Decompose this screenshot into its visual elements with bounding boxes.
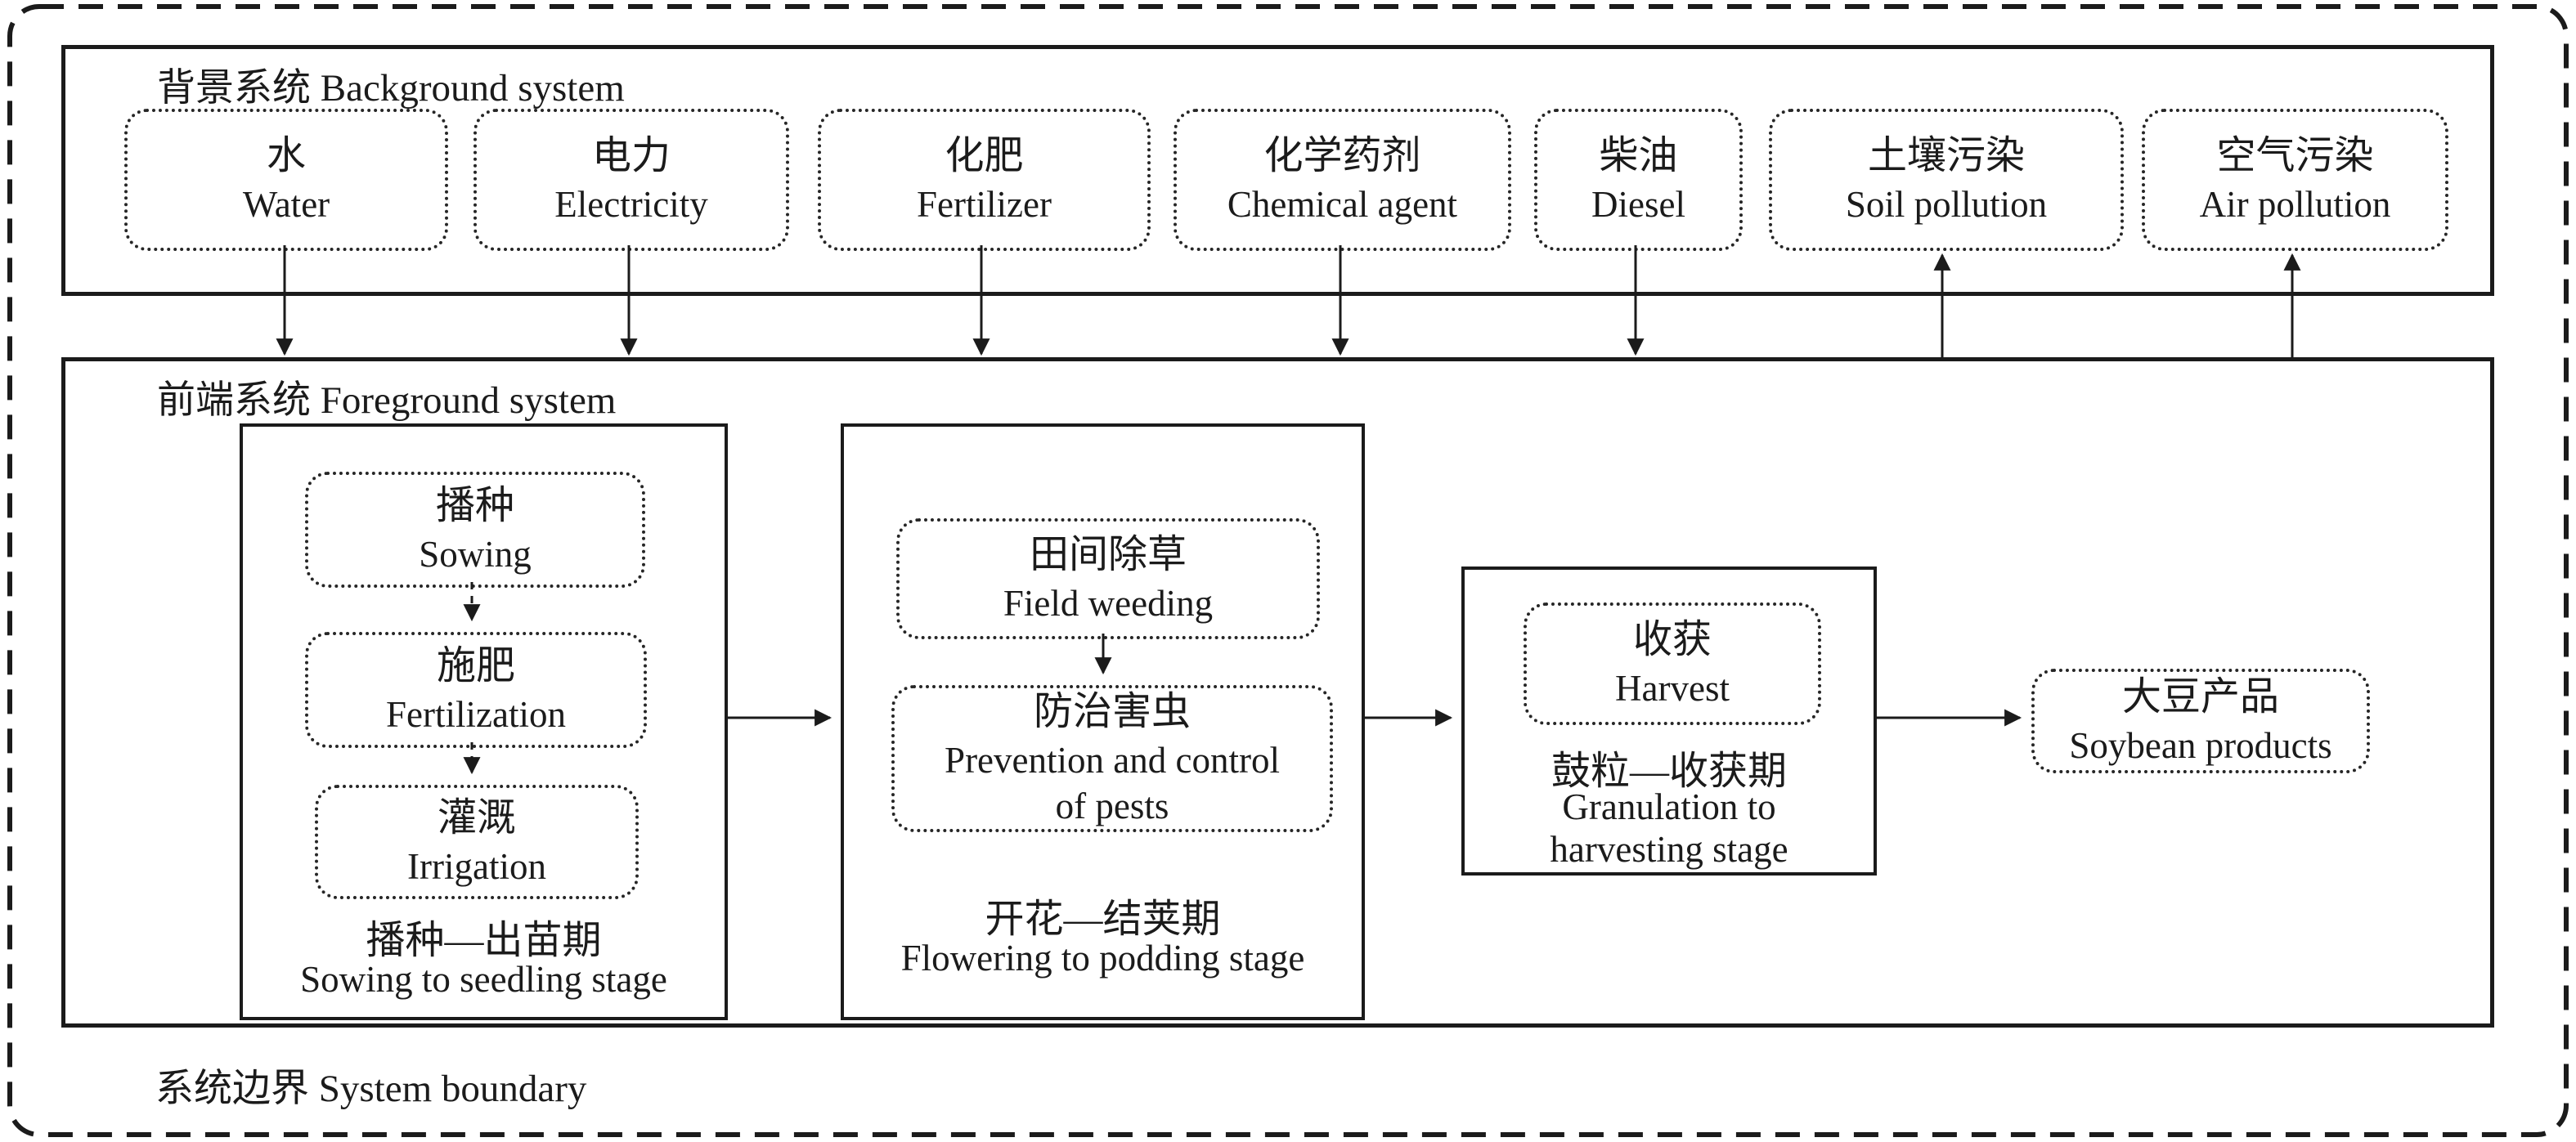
output-soil-pollution-en: Soil pollution	[1845, 183, 2048, 225]
step-harvest-zh: 收获	[1632, 618, 1712, 662]
background-system-frame: 背景系统 Background system 水 Water 电力 Electr…	[61, 45, 2494, 296]
input-fertilizer-zh: 化肥	[945, 134, 1024, 178]
input-box-water: 水 Water	[124, 109, 448, 251]
output-box-soil-pollution: 土壤污染 Soil pollution	[1769, 109, 2124, 251]
background-system-title: 背景系统 Background system	[157, 67, 625, 110]
output-soil-pollution-zh: 土壤污染	[1867, 134, 2025, 178]
step-box-harvest: 收获 Harvest	[1524, 602, 1821, 725]
step-pest-control-en: Prevention and control of pests	[945, 739, 1280, 827]
step-sowing-en: Sowing	[419, 533, 532, 575]
foreground-system-title: 前端系统 Foreground system	[157, 379, 617, 422]
output-air-pollution-en: Air pollution	[2199, 183, 2391, 225]
input-electricity-en: Electricity	[554, 183, 708, 225]
step-box-irrigation: 灌溉 Irrigation	[315, 785, 639, 899]
input-water-zh: 水	[266, 134, 306, 178]
step-box-fertilization: 施肥 Fertilization	[305, 632, 647, 748]
input-electricity-zh: 电力	[591, 134, 671, 178]
stage-flowering-to-podding: 田间除草 Field weeding 防治害虫 Prevention and c…	[841, 423, 1365, 1020]
step-box-sowing: 播种 Sowing	[305, 472, 645, 588]
foreground-system-frame: 前端系统 Foreground system 播种 Sowing 施肥 Fert…	[61, 357, 2494, 1028]
input-fertilizer-en: Fertilizer	[917, 183, 1052, 225]
input-water-en: Water	[242, 183, 330, 225]
step-irrigation-en: Irrigation	[407, 845, 546, 887]
step-irrigation-zh: 灌溉	[437, 796, 516, 840]
stage2-label-zh: 开花—结荚期	[985, 898, 1221, 941]
stage1-label-zh: 播种—出苗期	[366, 919, 602, 962]
system-boundary-label: 系统边界 System boundary	[155, 1068, 587, 1110]
product-soybean-en: Soybean products	[2069, 724, 2332, 766]
stage1-label-en: Sowing to seedling stage	[300, 959, 667, 1000]
input-box-electricity: 电力 Electricity	[473, 109, 789, 251]
stage-sowing-to-seedling: 播种 Sowing 施肥 Fertilization 灌溉 Irrigation…	[240, 423, 728, 1020]
step-field-weeding-en: Field weeding	[1003, 582, 1214, 624]
stage-granulation-to-harvesting: 收获 Harvest 鼓粒—收获期 Granulation to harvest…	[1461, 567, 1877, 876]
input-diesel-zh: 柴油	[1599, 134, 1678, 178]
output-air-pollution-zh: 空气污染	[2216, 134, 2374, 178]
product-soybean-zh: 大豆产品	[2121, 675, 2279, 719]
step-sowing-zh: 播种	[435, 484, 514, 528]
product-box-soybean: 大豆产品 Soybean products	[2031, 669, 2370, 773]
input-box-fertilizer: 化肥 Fertilizer	[818, 109, 1151, 251]
input-box-chemical-agent: 化学药剂 Chemical agent	[1174, 109, 1511, 251]
step-pest-control-zh: 防治害虫	[1033, 690, 1191, 734]
input-chemical-agent-zh: 化学药剂	[1263, 134, 1421, 178]
input-diesel-en: Diesel	[1591, 183, 1685, 225]
step-fertilization-en: Fertilization	[386, 693, 566, 735]
stage2-label-en: Flowering to podding stage	[900, 938, 1305, 979]
step-field-weeding-zh: 田间除草	[1029, 533, 1187, 577]
input-chemical-agent-en: Chemical agent	[1227, 183, 1458, 225]
stage3-label-en: Granulation to harvesting stage	[1550, 786, 1788, 870]
output-box-air-pollution: 空气污染 Air pollution	[2142, 109, 2448, 251]
step-box-pest-control: 防治害虫 Prevention and control of pests	[891, 685, 1333, 832]
step-harvest-en: Harvest	[1615, 667, 1730, 709]
step-box-field-weeding: 田间除草 Field weeding	[896, 518, 1320, 639]
input-box-diesel: 柴油 Diesel	[1534, 109, 1743, 251]
step-fertilization-zh: 施肥	[436, 644, 515, 688]
